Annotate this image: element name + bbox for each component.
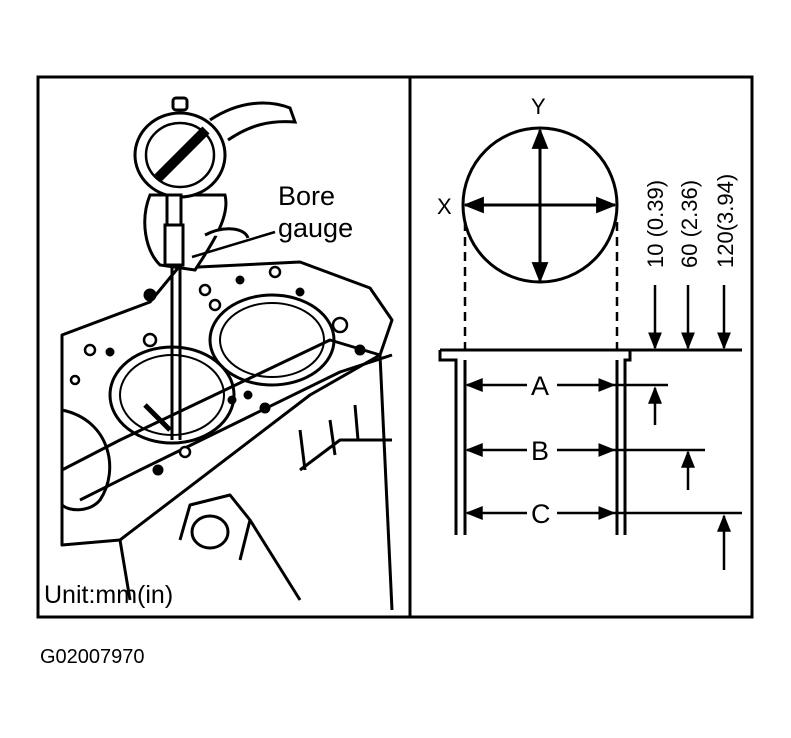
level-c-label: C: [531, 499, 551, 529]
bore-gauge-tool: [133, 96, 298, 440]
dimension-arrows: [648, 285, 731, 570]
cylinder-wall-section: [438, 348, 742, 535]
bore-gauge-leader: [191, 230, 276, 259]
cylinder-bore-2: [208, 293, 336, 387]
bore-label-line1: Bore: [278, 181, 335, 211]
dim-10-label: 10 (0.39): [643, 180, 668, 268]
gasket-holes: [69, 265, 366, 476]
level-a-label: A: [531, 371, 549, 401]
dim-60-label: 60 (2.36): [677, 180, 702, 268]
bore-label-line2: gauge: [278, 213, 353, 243]
figure-code: G02007970: [40, 646, 145, 668]
level-b-label: B: [531, 436, 549, 466]
dim-120-label: 120(3.94): [713, 174, 738, 268]
axis-x-label: X: [437, 194, 452, 219]
unit-label: Unit:mm(in): [44, 581, 173, 609]
axis-y-label: Y: [531, 94, 546, 119]
figure-frame: [36, 75, 754, 619]
engine-block-illustration: [60, 260, 394, 611]
measurement-levels: [465, 378, 742, 520]
